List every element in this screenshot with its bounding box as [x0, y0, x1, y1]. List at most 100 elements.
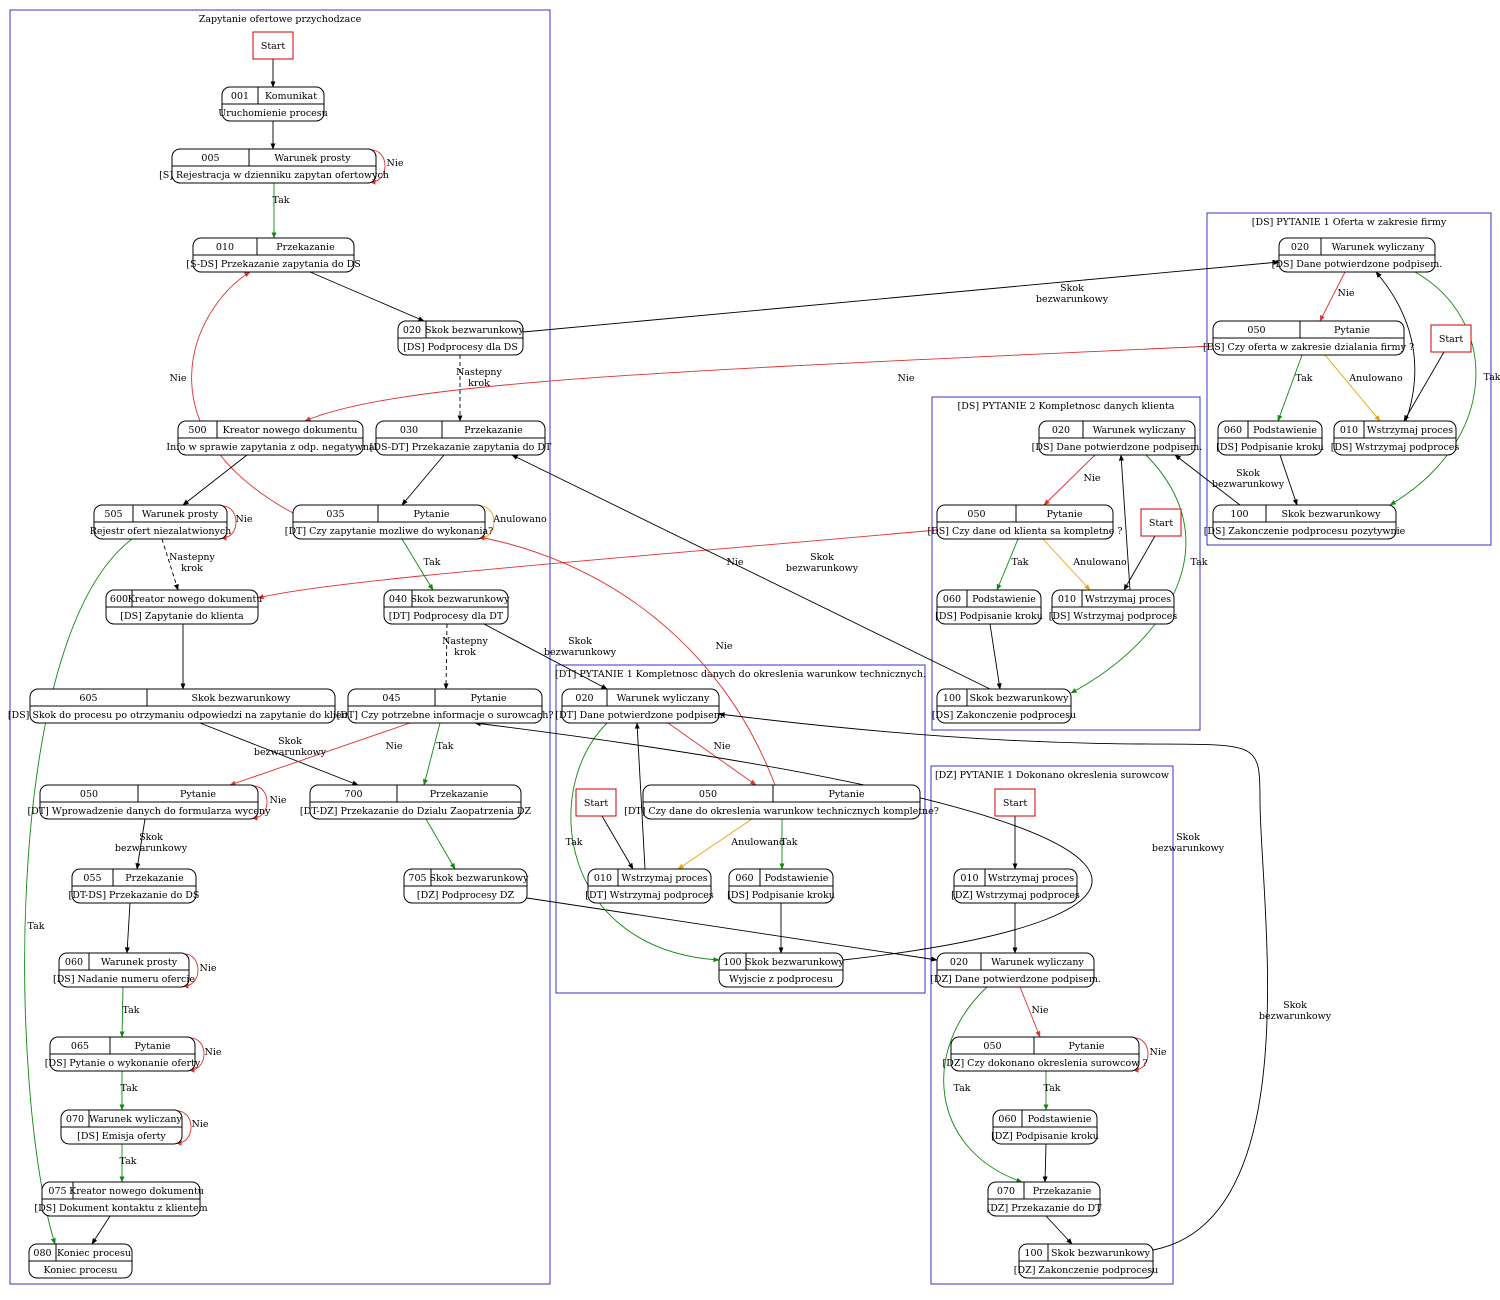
node-number: 700 — [344, 789, 362, 800]
node-description: [DZ] Podpisanie kroku — [991, 1131, 1099, 1142]
node-number: 055 — [83, 873, 101, 884]
start-node-box[interactable] — [252, 31, 294, 60]
edge-b050-m600 — [257, 529, 938, 600]
edge-m700-m705 — [526, 897, 938, 962]
node-description: [DS] Dokument kontaktu z klientem — [34, 1203, 207, 1214]
node-d_start[interactable]: Start — [994, 788, 1036, 817]
edge-label: Nie — [387, 158, 404, 169]
edge-label: Nie — [236, 514, 253, 525]
edge-m040-c020 — [483, 623, 608, 690]
cluster-ds2: [DS] PYTANIE 2 Kompletnosc danych klient… — [931, 396, 1201, 731]
edge-a050-m500 — [304, 345, 1214, 422]
node-description: [DT] Czy potrzebne informacje o surowcac… — [337, 710, 554, 721]
node-description: [DT] Czy dane do okreslenia warunkow tec… — [624, 806, 939, 817]
start-node-box[interactable] — [1140, 508, 1182, 537]
edge-label: Tak — [119, 1156, 136, 1167]
node-number: 020 — [1052, 425, 1070, 436]
edge-label: Nie — [898, 373, 915, 384]
node-description: [DS] Nadanie numeru ofercie — [53, 974, 195, 985]
node-type: Warunek prosty — [101, 957, 178, 968]
node-type: Podstawienie — [765, 873, 829, 884]
edge-label: Tak — [780, 837, 797, 848]
node-b_start[interactable]: Start — [1140, 508, 1182, 537]
node-description: [DS] Podpisanie kroku — [935, 611, 1043, 622]
cluster-frame — [1206, 212, 1492, 546]
node-type: Skok bezwarunkowy — [745, 957, 845, 968]
edge-a_start-a010 — [1403, 351, 1445, 422]
start-node-label: Start — [1149, 518, 1174, 529]
edge-d050-d050 — [1132, 1037, 1149, 1073]
edge-m060-m065 — [119, 986, 125, 1038]
node-a_start[interactable]: Start — [1430, 324, 1472, 353]
edge-m505-m505 — [220, 505, 237, 541]
start-node-box[interactable] — [575, 788, 617, 817]
node-type: Skok bezwarunkowy — [191, 693, 291, 704]
edge-m050-m055 — [425, 818, 456, 870]
node-description: [DS] Pytanie o wykonanie oferty — [45, 1058, 201, 1069]
node-number: 060 — [65, 957, 83, 968]
node-type: Przekazanie — [276, 242, 335, 253]
node-type: Przekazanie — [125, 873, 184, 884]
node-number: 080 — [33, 1248, 51, 1259]
edge-label: Tak — [953, 1083, 970, 1094]
node-m060[interactable]: 060 Warunek prosty [DS] Nadanie numeru ofe… — [53, 952, 195, 988]
start-node-box[interactable] — [1430, 324, 1472, 353]
node-type: Skok bezwarunkowy — [1281, 509, 1381, 520]
edge-m020-a020 — [522, 260, 1280, 333]
edge-a050-a060 — [1277, 354, 1303, 422]
node-number: 040 — [389, 594, 407, 605]
node-description: [DS] Podprocesy dla DS — [403, 342, 518, 353]
edge-label: Tak — [423, 557, 440, 568]
edge-a020-a050 — [1319, 271, 1346, 322]
start-node-box[interactable] — [994, 788, 1036, 817]
edge-label: Nie — [1150, 1047, 1167, 1058]
edge-m045-m700 — [422, 722, 441, 786]
node-type: Wstrzymaj proces — [1367, 425, 1453, 436]
node-c_start[interactable]: Start — [575, 788, 617, 817]
node-type: Podstawienie — [972, 594, 1036, 605]
node-type: Skok bezwarunkowy — [429, 873, 529, 884]
node-m_start[interactable]: Start — [252, 31, 294, 60]
